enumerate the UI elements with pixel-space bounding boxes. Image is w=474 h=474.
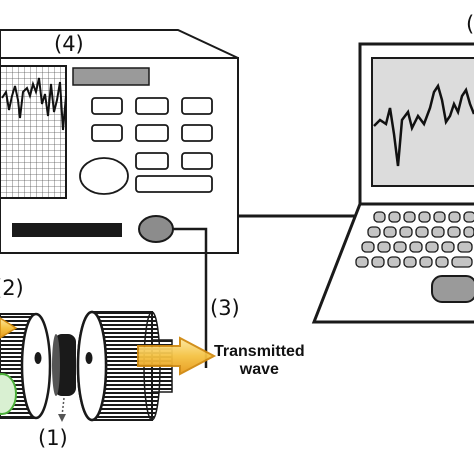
oscilloscope-key[interactable] bbox=[181, 152, 213, 170]
oscilloscope-key[interactable] bbox=[135, 124, 169, 142]
oscilloscope-waveform bbox=[1, 77, 67, 131]
receiver-center bbox=[85, 352, 93, 364]
receiver-face-front bbox=[76, 310, 108, 422]
sensor-pointer-head bbox=[58, 414, 66, 422]
transmitter-center bbox=[34, 352, 42, 364]
signal-cable bbox=[172, 227, 208, 368]
arrow-right-icon bbox=[137, 336, 217, 376]
oscilloscope-key[interactable] bbox=[135, 97, 169, 115]
oscilloscope-display-bar bbox=[72, 67, 150, 86]
incoming-wave-arrow bbox=[0, 317, 18, 339]
oscilloscope-key[interactable] bbox=[91, 97, 123, 115]
laptop-touchpad[interactable] bbox=[431, 275, 474, 303]
laptop-waveform bbox=[373, 83, 474, 167]
specimen bbox=[54, 334, 76, 396]
input-wave-marker bbox=[0, 373, 17, 415]
laptop-icon bbox=[311, 42, 474, 324]
oscilloscope-key[interactable] bbox=[135, 152, 169, 170]
transmitter-face bbox=[20, 312, 52, 420]
oscilloscope-slot bbox=[12, 223, 122, 237]
oscilloscope-key[interactable] bbox=[181, 97, 213, 115]
oscilloscope-dial[interactable] bbox=[79, 157, 129, 195]
oscilloscope-wide-key[interactable] bbox=[135, 175, 213, 193]
oscilloscope-top-face bbox=[0, 29, 239, 59]
oscilloscope-key[interactable] bbox=[91, 124, 123, 142]
laptop-keyboard bbox=[355, 211, 474, 268]
sensor-pointer bbox=[61, 397, 65, 417]
oscilloscope-input-knob[interactable] bbox=[138, 215, 174, 243]
specimen-face bbox=[52, 334, 60, 396]
oscilloscope-icon bbox=[0, 29, 239, 254]
oscilloscope-key[interactable] bbox=[181, 124, 213, 142]
